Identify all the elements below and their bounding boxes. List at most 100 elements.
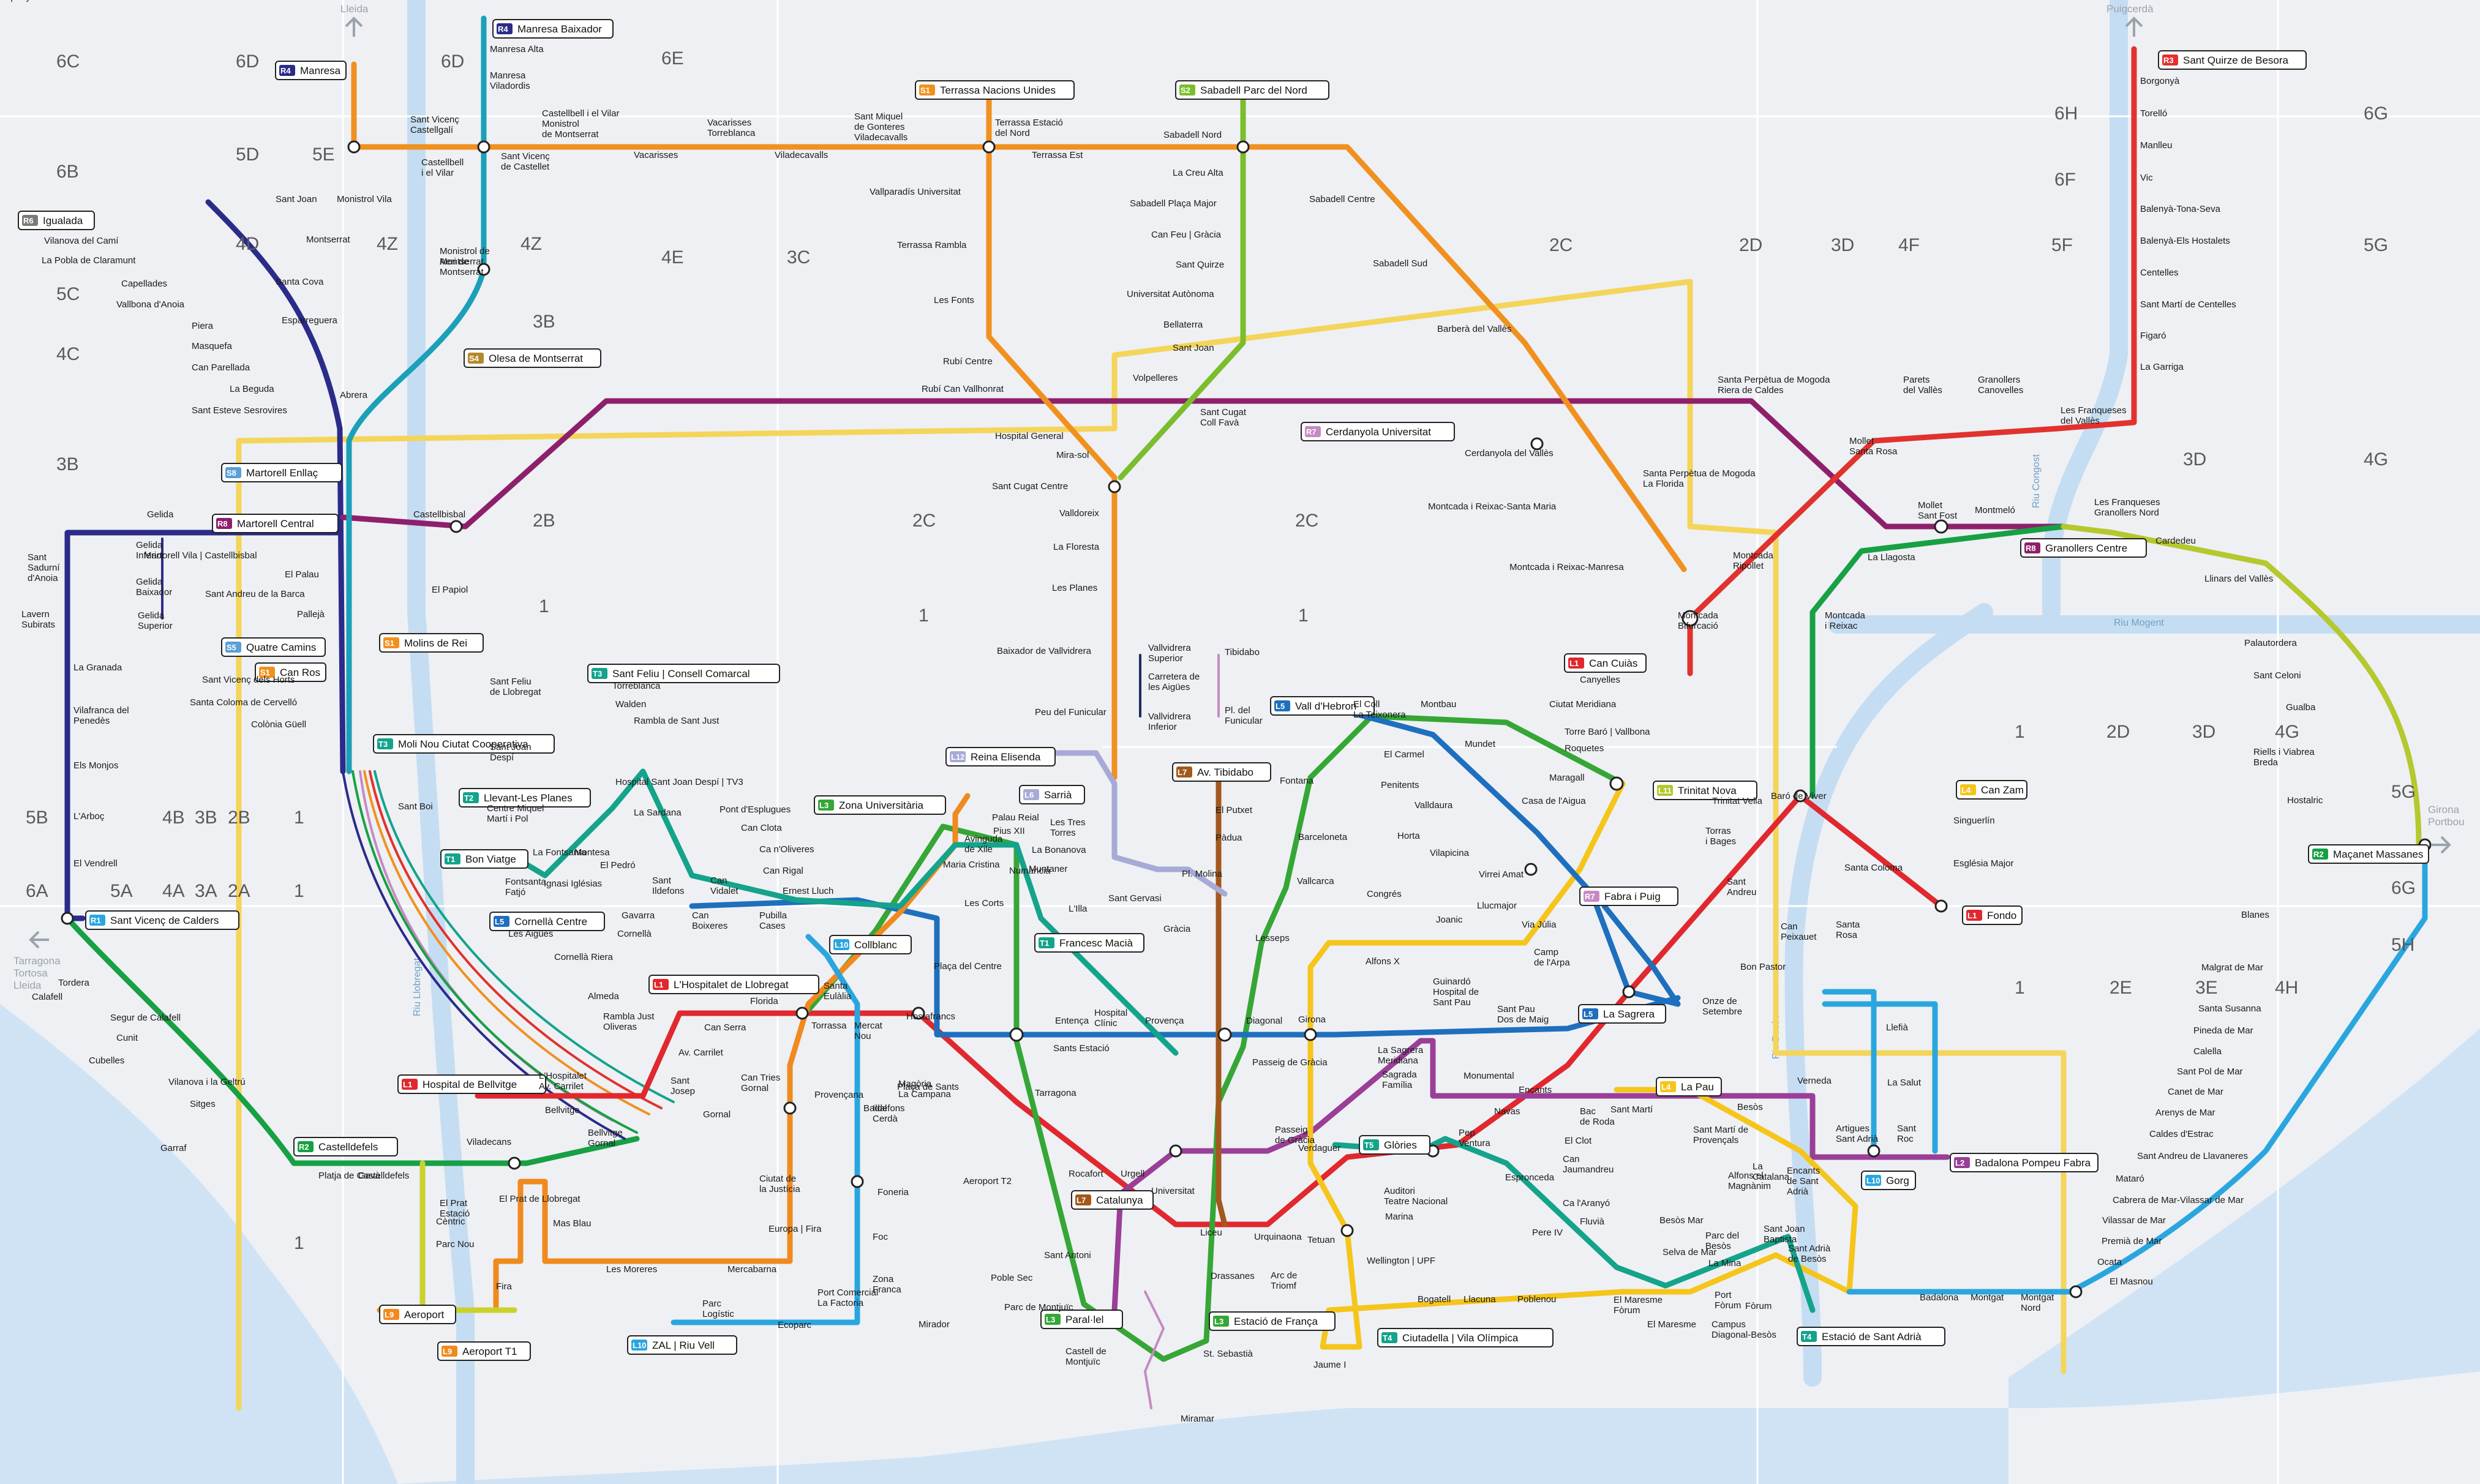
- station-label: Florida: [750, 996, 779, 1006]
- terminal-name: Sant Vicenç de Calders: [110, 915, 219, 926]
- zone-label: 6C: [56, 51, 80, 72]
- terminal-box: [1040, 1310, 1123, 1329]
- station-label-line: Garraf: [160, 1143, 187, 1153]
- zone-label: 5E: [312, 144, 335, 165]
- terminal-name: Quatre Camins: [246, 642, 316, 653]
- zone-label: 6G: [2391, 878, 2416, 898]
- station-label: El Prat de Llobregat: [499, 1194, 581, 1204]
- station-label-line: La: [1753, 1161, 1763, 1172]
- river-label-mogent: Riu Mogent: [2114, 618, 2164, 628]
- zone-label: 5D: [236, 144, 259, 165]
- station-label-line: Palautordera: [2244, 638, 2298, 648]
- station-label: Església Major: [1953, 858, 2013, 869]
- line-badge-text: L1: [654, 980, 663, 989]
- terminal-box: [2020, 538, 2147, 558]
- station-label-line: Setembre: [1702, 1006, 1742, 1017]
- station-label-line: La Florida: [1643, 479, 1684, 489]
- station-label: La Floresta: [1053, 542, 1100, 552]
- station-label: La Sardana: [634, 808, 682, 818]
- station-label: Rambla de Sant Just: [634, 716, 720, 726]
- line-badge-text: L3: [1046, 1315, 1055, 1324]
- station-label: Universitat: [1151, 1186, 1195, 1196]
- station-label-line: Parc: [702, 1298, 721, 1309]
- line-badge-text: L7: [1178, 768, 1187, 777]
- station-label: Monumental: [1464, 1071, 1514, 1081]
- arrow-up-icon: [345, 17, 363, 37]
- station-label: Vallcarca: [1297, 876, 1334, 886]
- terminal-box: [1950, 1153, 2099, 1172]
- station-label: Sant Gervasi: [1108, 893, 1162, 904]
- station-label-line: Sant Miquel: [854, 111, 903, 122]
- station-label: La Creu Alta: [1173, 168, 1223, 178]
- terminal-name: Cornellà Centre: [514, 916, 587, 928]
- station-label: Les Planes: [1052, 583, 1097, 593]
- station-label-line: Vacarisses: [634, 150, 678, 160]
- zone-label: 1: [539, 596, 549, 616]
- line-badge: [1274, 700, 1290, 711]
- station-label: Ciutat Meridiana: [1549, 699, 1617, 710]
- station-label: Lesseps: [1255, 933, 1290, 943]
- station-label: Navas: [1494, 1106, 1520, 1117]
- line-badge-text: T2: [464, 793, 473, 803]
- station-label-line: Gràcia: [1163, 924, 1191, 934]
- station-label: Cunit: [116, 1033, 138, 1043]
- zone-label: 1: [919, 605, 929, 626]
- line-badge: [1954, 1157, 1970, 1168]
- line-badge: [377, 738, 393, 749]
- station-node: [477, 140, 490, 154]
- station-label: Badalona: [1920, 1292, 1959, 1303]
- terminal-name: Catalunya: [1096, 1194, 1143, 1206]
- station-label-line: Inferior: [1148, 722, 1177, 732]
- station-label: Sabadell Sud: [1373, 258, 1427, 269]
- station-label-line: Ripollet: [1733, 561, 1764, 571]
- station-label: Sant Joan: [1173, 343, 1214, 353]
- station-label-line: Pep: [1459, 1128, 1475, 1138]
- line-badge: [216, 518, 232, 529]
- line-badge-text: L9: [443, 1347, 452, 1356]
- line-funicular: [1139, 654, 1220, 1409]
- station-label-line: Santa Rosa: [1849, 446, 1898, 457]
- station-label: La Mina: [1708, 1258, 1742, 1269]
- station-label-line: Pineda de Mar: [2193, 1025, 2253, 1036]
- line-badge: [1023, 789, 1039, 800]
- station-label-line: Can: [1563, 1154, 1580, 1164]
- station-label: Els Monjos: [73, 760, 118, 771]
- station-label: Pineda de Mar: [2193, 1025, 2253, 1036]
- station-label-line: Sabadell Sud: [1373, 258, 1427, 269]
- station-label-line: Superior: [138, 621, 173, 631]
- station-label: Europa | Fira: [768, 1224, 822, 1234]
- station-label: El Vendrell: [73, 858, 118, 869]
- station-label: Bellvitge: [545, 1105, 580, 1115]
- station-label-line: Muntaner: [1029, 864, 1067, 874]
- station-label: Mira-sol: [1056, 450, 1089, 460]
- station-label: El Masnou: [2110, 1276, 2153, 1287]
- terminal-box: [221, 463, 342, 482]
- station-label-line: Cardedeu: [2155, 536, 2196, 546]
- station-label: Montesa: [574, 847, 610, 858]
- station-label-line: Franca: [873, 1284, 901, 1295]
- station-label-line: Sant Cugat: [1200, 407, 1247, 418]
- zone-label: 4G: [2364, 449, 2388, 470]
- station-label-line: Encants: [1519, 1085, 1552, 1095]
- station-label-line: Cabrera de Mar-Vilassar de Mar: [2113, 1195, 2244, 1205]
- station-label-line: Manresa: [490, 70, 526, 81]
- station-label-line: Montbau: [1421, 699, 1456, 710]
- terminal-name: Vall d'Hebron: [1295, 700, 1356, 712]
- station-label-line: Roc: [1897, 1134, 1914, 1144]
- station-label: Santa Coloma: [1844, 863, 1903, 873]
- station-label-line: Pius XII: [993, 826, 1025, 836]
- station-label-line: Llefià: [1886, 1022, 1909, 1033]
- terminal-box: [945, 747, 1056, 766]
- station-label: Bon Pastor: [1740, 962, 1786, 972]
- line-s2-green: [1118, 95, 1246, 481]
- station-label-line: La Campana: [898, 1089, 952, 1100]
- station-label-line: Nord: [2021, 1303, 2041, 1313]
